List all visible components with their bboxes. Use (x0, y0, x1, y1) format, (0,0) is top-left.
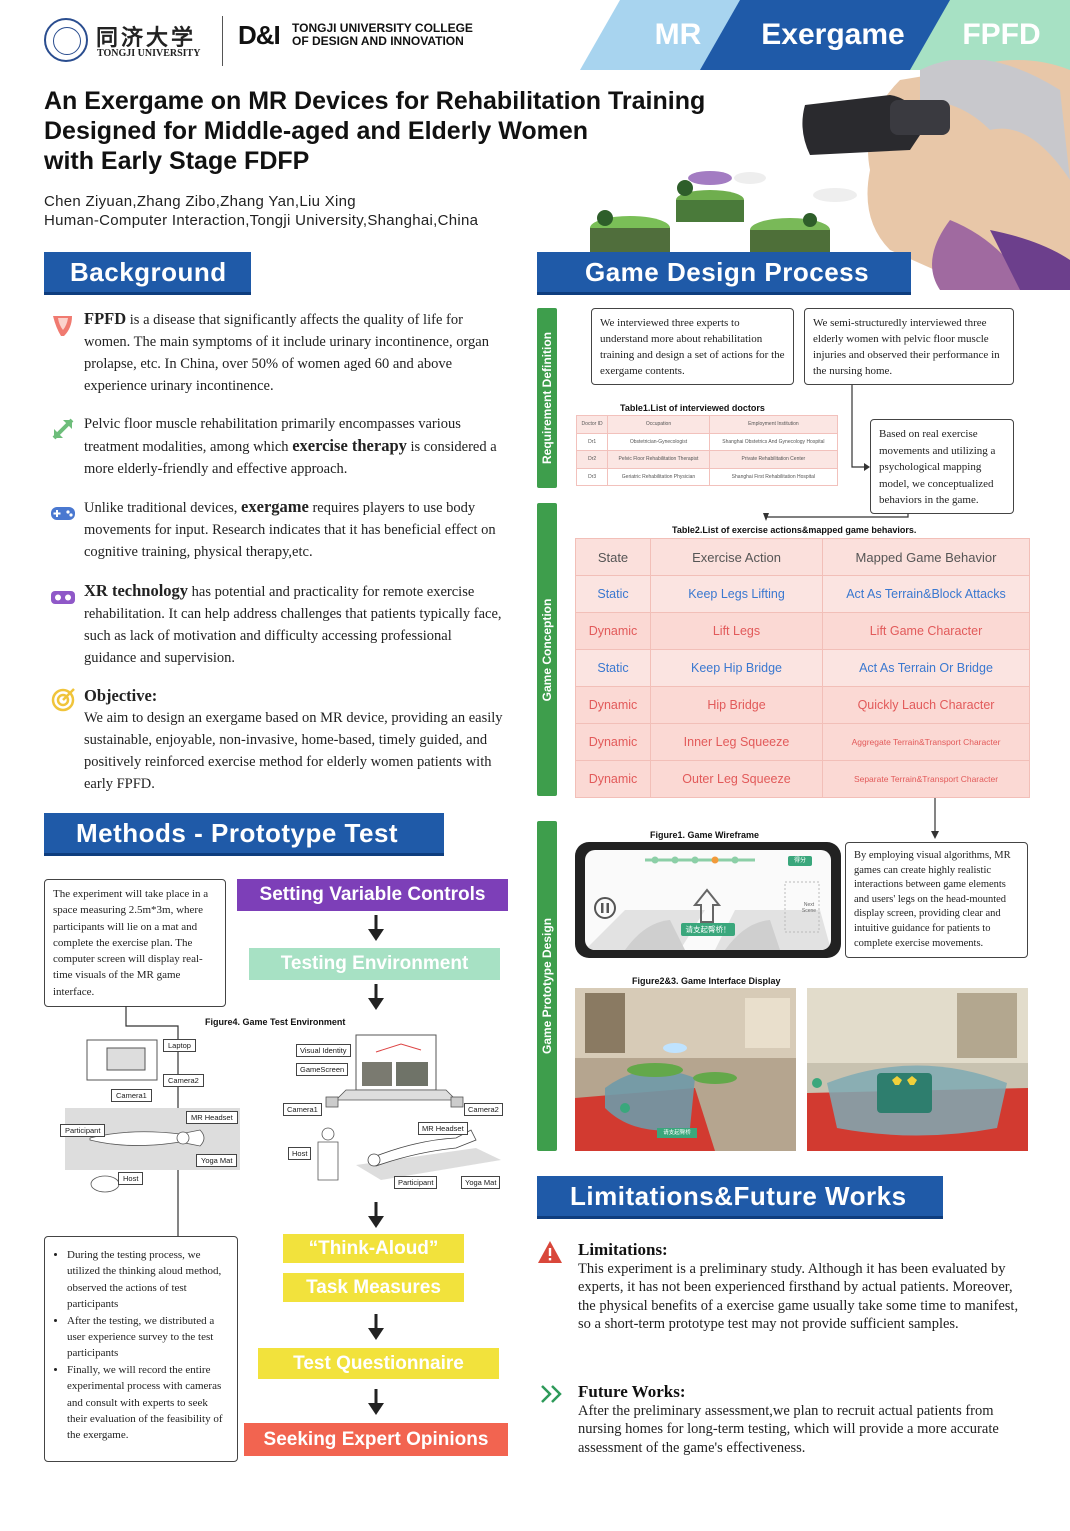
fig4-label-camera1: Camera1 (111, 1089, 152, 1102)
bullet-item: During the testing process, we utilized … (67, 1247, 229, 1313)
bullet-item: Finally, we will record the entire exper… (67, 1362, 229, 1444)
university-name-cn: 同济大学 (96, 25, 197, 51)
note-expert-interview: We interviewed three experts to understa… (591, 308, 794, 385)
bullet-item: After the testing, we distributed a user… (67, 1313, 229, 1362)
figure2-game-interface (575, 988, 796, 1151)
section-game-design-heading: Game Design Process (537, 252, 911, 295)
fig4-label-host: Host (118, 1172, 144, 1185)
college-name: TONGJI UNIVERSITY COLLEGE OF DESIGN AND … (292, 21, 473, 48)
author-block: Chen Ziyuan,Zhang Zibo,Zhang Yan,Liu Xin… (44, 192, 478, 230)
fig4-label-gamescreen: GameScreen (296, 1063, 349, 1076)
fig4-label-camera2-right: Camera2 (464, 1103, 503, 1116)
table2-caption: Table2.List of exercise actions&mapped g… (672, 525, 917, 535)
title-line-1: An Exergame on MR Devices for Rehabilita… (44, 87, 706, 115)
flow-testing-environment: Testing Environment (249, 948, 500, 980)
double-chevron-right-icon (541, 1385, 562, 1403)
dxi-logo: D&I (238, 20, 281, 50)
ribbon-fpfd: FPFD (905, 0, 1070, 70)
arrow-down-icon (368, 984, 384, 1010)
wireframe-device: 请支起臀桥！ 得分 Next Scene (575, 842, 841, 958)
figure4-perspective (317, 1034, 501, 1181)
poster-title: An Exergame on MR Devices for Rehabilita… (44, 86, 764, 176)
fig4-label-mr-headset-right: MR Headset (418, 1122, 468, 1135)
university-name-en: TONGJI UNIVERSITY (97, 48, 201, 59)
pelvis-icon (53, 316, 72, 336)
background-item-xr: XR technology has potential and practica… (84, 581, 502, 666)
background-item-fpfd: FPFD is a disease that significantly aff… (84, 309, 489, 394)
section-methods-heading: Methods - Prototype Test (44, 813, 444, 856)
arrow-down-icon (368, 1314, 384, 1340)
figure3-game-interface (807, 988, 1028, 1151)
fig4-label-camera1-right: Camera1 (283, 1103, 322, 1116)
section-limitations-heading: Limitations&Future Works (537, 1176, 943, 1219)
flow-test-questionnaire: Test Questionnaire (258, 1348, 499, 1379)
resize-arrow-icon (52, 418, 74, 440)
wireframe-drawing (585, 856, 831, 950)
target-icon (51, 688, 75, 712)
arrow-down-icon (368, 1202, 384, 1228)
figure4-caption: Figure4. Game Test Environment (205, 1017, 346, 1027)
future-works-title: Future Works: (578, 1382, 686, 1401)
authors: Chen Ziyuan,Zhang Zibo,Zhang Yan,Liu Xin… (44, 193, 356, 210)
arrow-down-icon (368, 915, 384, 941)
fig4-label-participant-right: Participant (394, 1176, 438, 1189)
ribbon-exergame: Exergame (700, 0, 950, 70)
flow-setting-variable-controls: Setting Variable Controls (237, 879, 508, 911)
experiment-intro-note: The experiment will take place in a spac… (44, 879, 226, 1007)
fig4-label-host-right: Host (288, 1147, 312, 1160)
limitations-text: This experiment is a preliminary study. … (578, 1261, 1019, 1332)
wireframe-screen: 请支起臀桥！ 得分 Next Scene (585, 850, 831, 950)
fig4-label-yoga-mat-right: Yoga Mat (461, 1176, 501, 1189)
fig4-label-yoga-mat: Yoga Mat (196, 1154, 238, 1167)
fig4-label-mr-headset: MR Headset (186, 1111, 238, 1124)
figure2-prompt-label: 请支起臀桥 (663, 1130, 691, 1136)
flow-task-measures: Task Measures (283, 1273, 464, 1302)
stage-game-prototype-design: Game Prototype Design (537, 821, 557, 1151)
warning-icon (538, 1241, 562, 1263)
fig4-label-camera2: Camera2 (163, 1074, 204, 1087)
note-elderly-interview: We semi-structuredly interviewed three e… (804, 308, 1014, 385)
tongji-logo-icon (44, 18, 88, 62)
stage-requirement-definition: Requirement Definition (537, 308, 557, 488)
affiliation: Human-Computer Interaction,Tongji Univer… (44, 212, 479, 229)
limitations-title: Limitations: (578, 1240, 668, 1259)
gamepad-icon (51, 507, 75, 520)
background-item-therapy: Pelvic floor muscle rehabilitation prima… (84, 416, 497, 477)
note-psych-mapping: Based on real exercise movements and uti… (870, 419, 1014, 514)
fig4-label-laptop: Laptop (163, 1039, 196, 1052)
fig4-label-visual-identity: Visual Identity (296, 1044, 351, 1057)
note-visual-algorithms: By employing visual algorithms, MR games… (845, 842, 1028, 958)
title-line-2: Designed for Middle-aged and Elderly Wom… (44, 117, 589, 145)
table1-caption: Table1.List of interviewed doctors (620, 403, 765, 413)
header-divider (222, 16, 223, 66)
method-bullets: During the testing process, we utilized … (44, 1236, 238, 1462)
vr-goggles-icon (51, 591, 75, 604)
background-item-exergame: Unlike traditional devices, exergame req… (84, 497, 496, 560)
fig4-label-participant: Participant (60, 1124, 106, 1137)
background-item-objective: Objective:We aim to design an exergame b… (84, 686, 503, 792)
figure23-caption: Figure2&3. Game Interface Display (632, 976, 781, 986)
wireframe-next-scene[interactable]: Next Scene (801, 902, 817, 914)
section-background-heading: Background (44, 252, 251, 295)
flow-think-aloud: “Think-Aloud” (283, 1234, 464, 1263)
figure1-caption: Figure1. Game Wireframe (650, 830, 759, 840)
wireframe-score-tag: 得分 (788, 856, 812, 866)
flow-seeking-expert-opinions: Seeking Expert Opinions (244, 1423, 508, 1456)
future-works-text: After the preliminary assessment,we plan… (578, 1403, 999, 1456)
arrow-down-icon (368, 1389, 384, 1415)
stage-game-conception: Game Conception (537, 503, 557, 796)
title-line-3: with Early Stage FDFP (44, 147, 310, 175)
hero-illustration (590, 60, 1070, 290)
wireframe-prompt-button[interactable]: 请支起臀桥！ (681, 923, 735, 936)
